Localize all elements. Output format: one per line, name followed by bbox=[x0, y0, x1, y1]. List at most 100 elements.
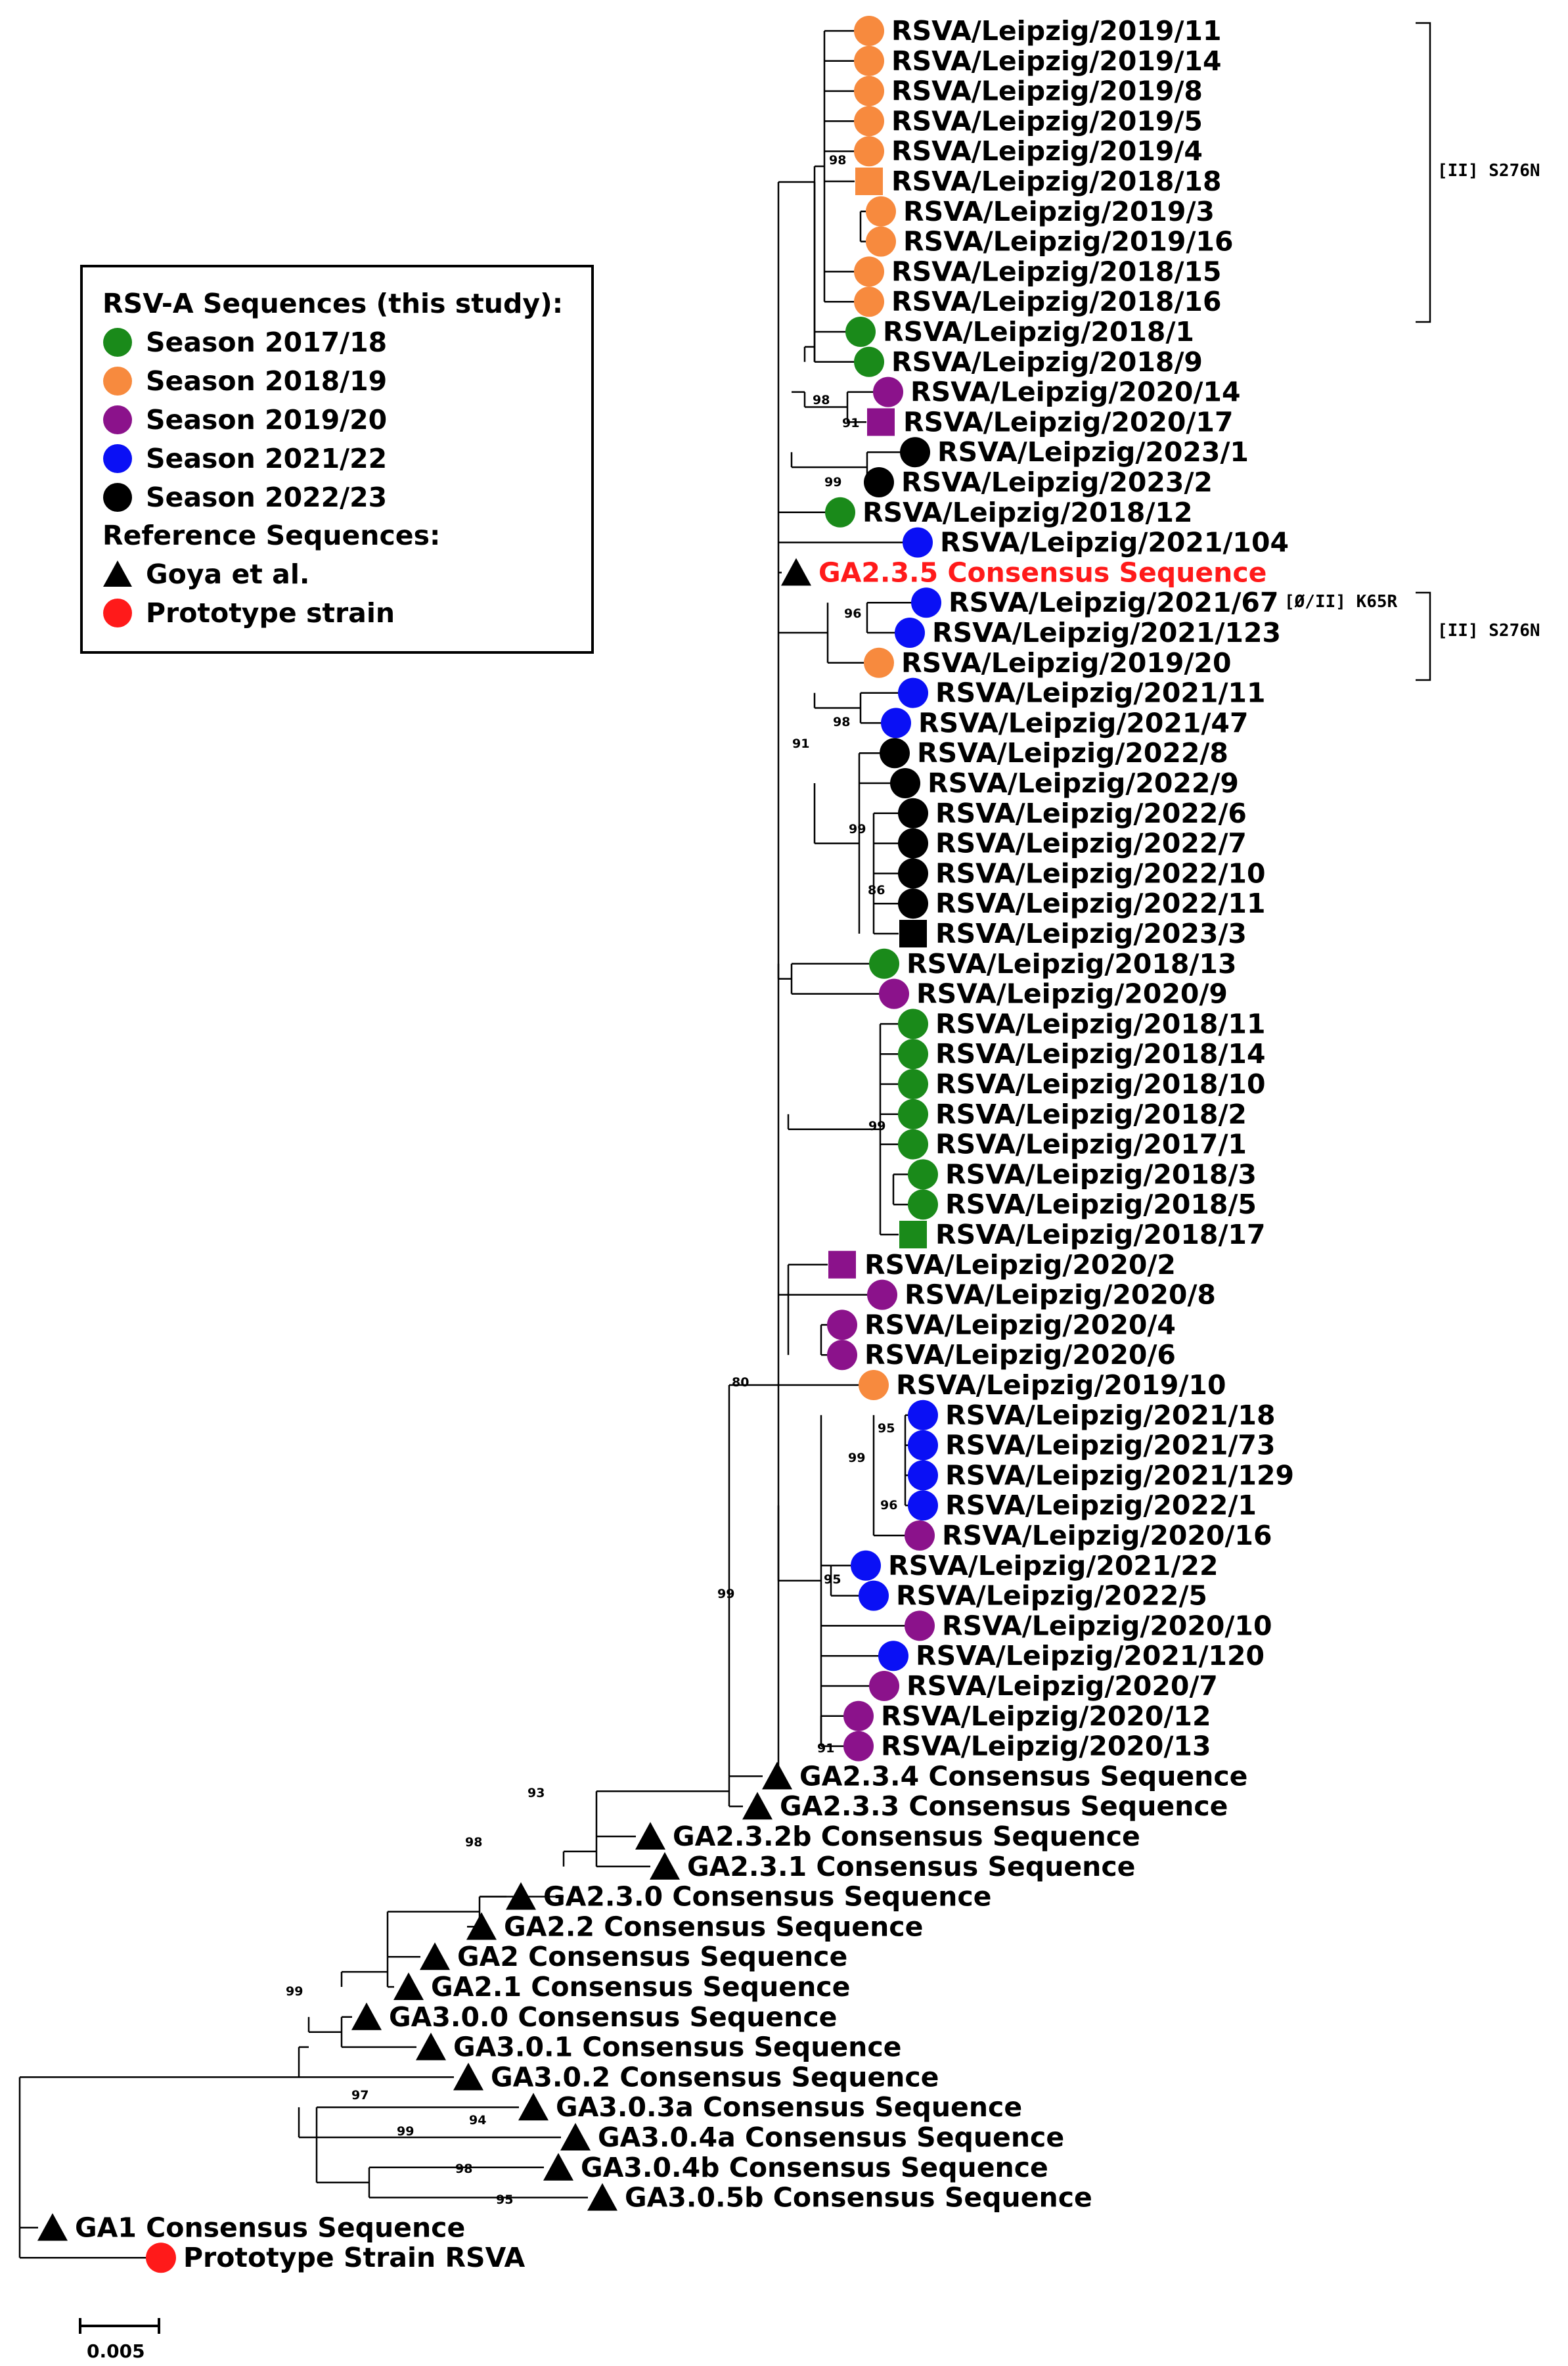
bootstrap-value: 98 bbox=[833, 715, 850, 729]
circle-icon bbox=[103, 405, 132, 434]
circle-marker bbox=[867, 1279, 897, 1310]
tip-label: GA2.3.4 Consensus Sequence bbox=[799, 1760, 1248, 1792]
bootstrap-values: 9898919996989199869980959996959199939899… bbox=[286, 153, 897, 2207]
tip-label: RSVA/Leipzig/2018/11 bbox=[935, 1008, 1265, 1039]
bootstrap-value: 99 bbox=[717, 1587, 734, 1601]
circle-marker bbox=[898, 1009, 928, 1039]
triangle-marker bbox=[351, 2002, 382, 2030]
circle-marker bbox=[908, 1399, 938, 1430]
circle-marker bbox=[859, 1580, 889, 1611]
tip-label: RSVA/Leipzig/2022/11 bbox=[935, 888, 1265, 919]
circle-marker bbox=[854, 346, 884, 377]
bootstrap-value: 99 bbox=[286, 1984, 303, 1999]
tip-label: RSVA/Leipzig/2019/20 bbox=[901, 647, 1231, 679]
tip-label: RSVA/Leipzig/2020/14 bbox=[910, 376, 1240, 408]
tip-label: RSVA/Leipzig/2020/10 bbox=[942, 1610, 1272, 1641]
circle-marker bbox=[843, 1700, 874, 1731]
square-marker bbox=[899, 920, 927, 947]
bootstrap-value: 93 bbox=[527, 1786, 545, 1800]
bootstrap-value: 95 bbox=[878, 1421, 895, 1436]
triangle-marker bbox=[506, 1882, 536, 1910]
triangle-marker bbox=[518, 2093, 549, 2121]
circle-marker bbox=[843, 1731, 874, 1762]
circle-marker bbox=[854, 136, 884, 167]
tip-label: RSVA/Leipzig/2021/18 bbox=[945, 1399, 1275, 1431]
legend-item-label: Season 2022/23 bbox=[146, 481, 388, 513]
circle-marker bbox=[859, 1370, 889, 1400]
tip-label: RSVA/Leipzig/2022/1 bbox=[945, 1490, 1257, 1521]
tip-label: GA2.3.0 Consensus Sequence bbox=[543, 1881, 992, 1913]
tip-label: RSVA/Leipzig/2022/9 bbox=[928, 767, 1239, 799]
tip-label: RSVA/Leipzig/2020/13 bbox=[881, 1731, 1211, 1762]
legend-item-label: Prototype strain bbox=[146, 597, 395, 629]
tip-label: RSVA/Leipzig/2020/8 bbox=[905, 1279, 1216, 1311]
bootstrap-value: 98 bbox=[813, 393, 830, 407]
tip-label: RSVA/Leipzig/2018/10 bbox=[935, 1068, 1265, 1100]
tip-label: GA2.3.5 Consensus Sequence bbox=[818, 557, 1267, 588]
bracket-label-s276n-top: [II] S276N bbox=[1437, 161, 1540, 181]
circle-icon bbox=[103, 327, 132, 357]
bootstrap-value: 97 bbox=[351, 2088, 369, 2103]
scale-bar: 0.005 bbox=[79, 2318, 160, 2362]
circle-marker bbox=[898, 1129, 928, 1160]
legend-item: Season 2021/22 bbox=[102, 439, 571, 478]
tip-label: GA2.3.2b Consensus Sequence bbox=[673, 1821, 1140, 1852]
triangle-marker bbox=[650, 1852, 680, 1880]
tree-branches bbox=[18, 30, 912, 2259]
circle-marker bbox=[854, 256, 884, 287]
square-marker bbox=[899, 1221, 927, 1248]
circle-marker bbox=[873, 376, 903, 407]
circle-marker bbox=[878, 1641, 908, 1672]
tip-label: GA3.0.3a Consensus Sequence bbox=[556, 2091, 1022, 2123]
bootstrap-value: 95 bbox=[496, 2193, 513, 2207]
bootstrap-value: 91 bbox=[817, 1741, 834, 1756]
tip-label: RSVA/Leipzig/2020/2 bbox=[864, 1249, 1176, 1281]
tip-label: RSVA/Leipzig/2021/129 bbox=[945, 1459, 1294, 1491]
bootstrap-value: 96 bbox=[844, 606, 861, 621]
legend-item: Season 2019/20 bbox=[102, 400, 571, 439]
tip-label: RSVA/Leipzig/2019/4 bbox=[891, 135, 1203, 167]
circle-marker bbox=[146, 2242, 176, 2273]
circle-marker bbox=[898, 858, 928, 889]
tip-label: RSVA/Leipzig/2018/12 bbox=[862, 497, 1192, 528]
circle-marker bbox=[879, 978, 909, 1009]
bracket-s276n-top: [II] S276N bbox=[1416, 22, 1540, 323]
circle-marker bbox=[908, 1430, 938, 1461]
tip-label: RSVA/Leipzig/2021/11 bbox=[935, 677, 1265, 709]
bootstrap-value: 91 bbox=[792, 737, 809, 751]
legend-item: Season 2022/23 bbox=[102, 478, 571, 516]
tip-label: RSVA/Leipzig/2018/3 bbox=[945, 1158, 1257, 1190]
circle-marker bbox=[845, 317, 876, 347]
bootstrap-value: 91 bbox=[842, 416, 859, 430]
circle-marker bbox=[900, 437, 930, 468]
tip-label: GA3.0.1 Consensus Sequence bbox=[453, 2032, 902, 2063]
tip-label: RSVA/Leipzig/2019/11 bbox=[891, 15, 1221, 47]
tip-label: RSVA/Leipzig/2020/16 bbox=[942, 1520, 1272, 1551]
circle-marker bbox=[854, 45, 884, 76]
triangle-marker bbox=[560, 2123, 591, 2150]
circle-marker bbox=[905, 1610, 935, 1641]
bracket-label-s276n-bottom: [II] S276N bbox=[1437, 621, 1540, 641]
tip-label: RSVA/Leipzig/2020/4 bbox=[864, 1309, 1176, 1340]
circle-marker bbox=[864, 467, 894, 497]
tip-label: RSVA/Leipzig/2017/1 bbox=[935, 1129, 1247, 1160]
tip-label: RSVA/Leipzig/2020/6 bbox=[864, 1339, 1176, 1371]
circle-marker bbox=[866, 196, 896, 227]
tip-label: RSVA/Leipzig/2022/10 bbox=[935, 857, 1265, 889]
tip-label: RSVA/Leipzig/2023/3 bbox=[935, 918, 1247, 949]
circle-marker bbox=[908, 1490, 938, 1521]
tip-labels: RSVA/Leipzig/2019/11RSVA/Leipzig/2019/14… bbox=[75, 15, 1294, 2273]
legend-item: Season 2018/19 bbox=[102, 361, 571, 400]
legend-item: Goya et al. bbox=[102, 555, 571, 593]
triangle-icon bbox=[103, 560, 132, 587]
triangle-marker bbox=[393, 1972, 424, 2000]
circle-marker bbox=[825, 497, 855, 528]
bootstrap-value: 99 bbox=[868, 1119, 885, 1133]
triangle-marker bbox=[37, 2213, 68, 2241]
triangle-marker bbox=[416, 2032, 446, 2060]
circle-marker bbox=[851, 1550, 881, 1581]
circle-marker bbox=[908, 1460, 938, 1491]
bootstrap-value: 99 bbox=[849, 822, 866, 836]
tip-label: GA3.0.0 Consensus Sequence bbox=[389, 2001, 838, 2033]
